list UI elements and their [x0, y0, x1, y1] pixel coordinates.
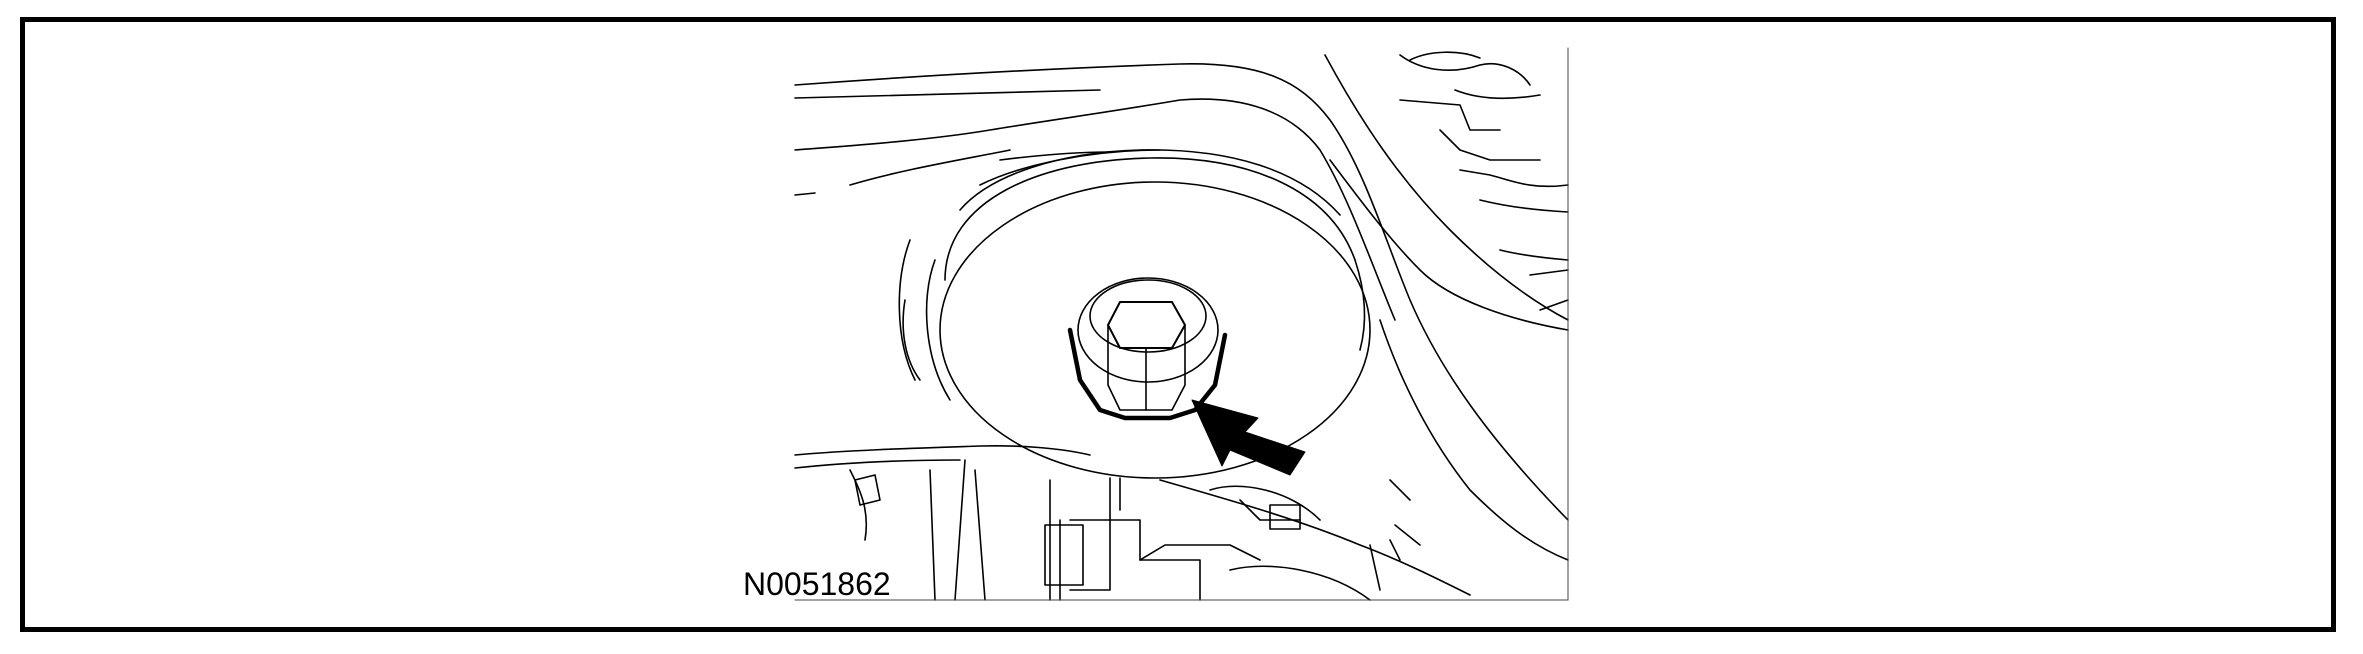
callout-arrow [1191, 399, 1306, 476]
cam-washer [898, 149, 1371, 479]
bolt [1067, 277, 1228, 421]
figure-id-label: N0051862 [743, 566, 891, 602]
lower-bracket [849, 459, 1421, 601]
drawing-edges [794, 47, 1569, 601]
figure-frame [20, 17, 2336, 632]
control-arm [794, 54, 1569, 596]
upper-components [1399, 51, 1569, 311]
